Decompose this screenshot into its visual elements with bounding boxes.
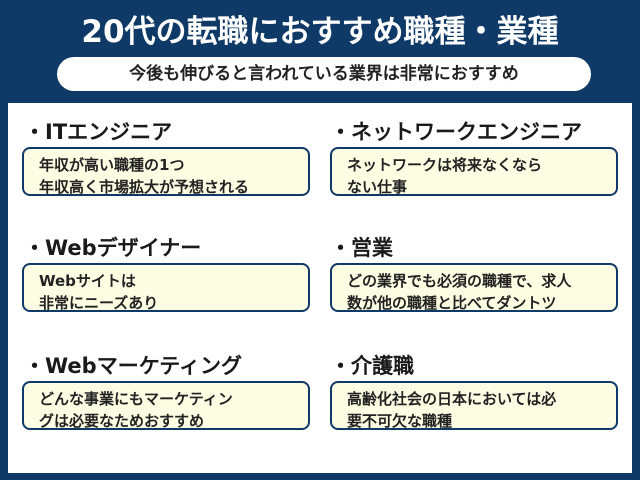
desc-line: どんな事業にもマーケティン xyxy=(39,390,233,408)
desc-line: 数が他の職種と比べてダントツ xyxy=(347,294,557,312)
desc-sales: どの業界でも必須の職種で、求人数が他の職種と比べてダントツ xyxy=(330,263,618,312)
page-title: 20代の転職におすすめ職種・業種 xyxy=(81,14,559,50)
heading-network-engineer: ・ネットワークエンジニア xyxy=(330,120,582,144)
desc-web-marketing: どんな事業にもマーケティングは必要なためおすすめ xyxy=(22,381,310,430)
heading-it-engineer: ・ITエンジニア xyxy=(24,120,173,144)
desc-line: 年収が高い職種の1つ xyxy=(39,156,185,174)
desc-line: どの業界でも必須の職種で、求人 xyxy=(347,272,572,290)
desc-web-designer: Webサイトは非常にニーズあり xyxy=(22,263,310,312)
desc-line: 非常にニーズあり xyxy=(39,294,159,312)
heading-web-marketing: ・Webマーケティング xyxy=(24,354,243,378)
desc-line: ネットワークは将来なくなら xyxy=(347,156,543,174)
desc-line: 高齢化社会の日本においては必 xyxy=(347,390,557,408)
subtitle-banner: 今後も伸びると言われている業界は非常におすすめ xyxy=(57,57,591,91)
heading-sales: ・営業 xyxy=(330,236,393,260)
heading-web-designer: ・Webデザイナー xyxy=(24,236,202,260)
desc-line: ない仕事 xyxy=(347,178,408,196)
desc-line: 要不可欠な職種 xyxy=(347,412,453,430)
desc-it-engineer: 年収が高い職種の1つ年収高く市場拡大が予想される xyxy=(22,147,310,196)
desc-line: グは必要なためおすすめ xyxy=(39,412,205,430)
desc-line: Webサイトは xyxy=(39,272,136,290)
heading-care-worker: ・介護職 xyxy=(330,354,414,378)
desc-network-engineer: ネットワークは将来なくならない仕事 xyxy=(330,147,618,196)
desc-line: 年収高く市場拡大が予想される xyxy=(39,178,250,196)
desc-care-worker: 高齢化社会の日本においては必要不可欠な職種 xyxy=(330,381,618,430)
